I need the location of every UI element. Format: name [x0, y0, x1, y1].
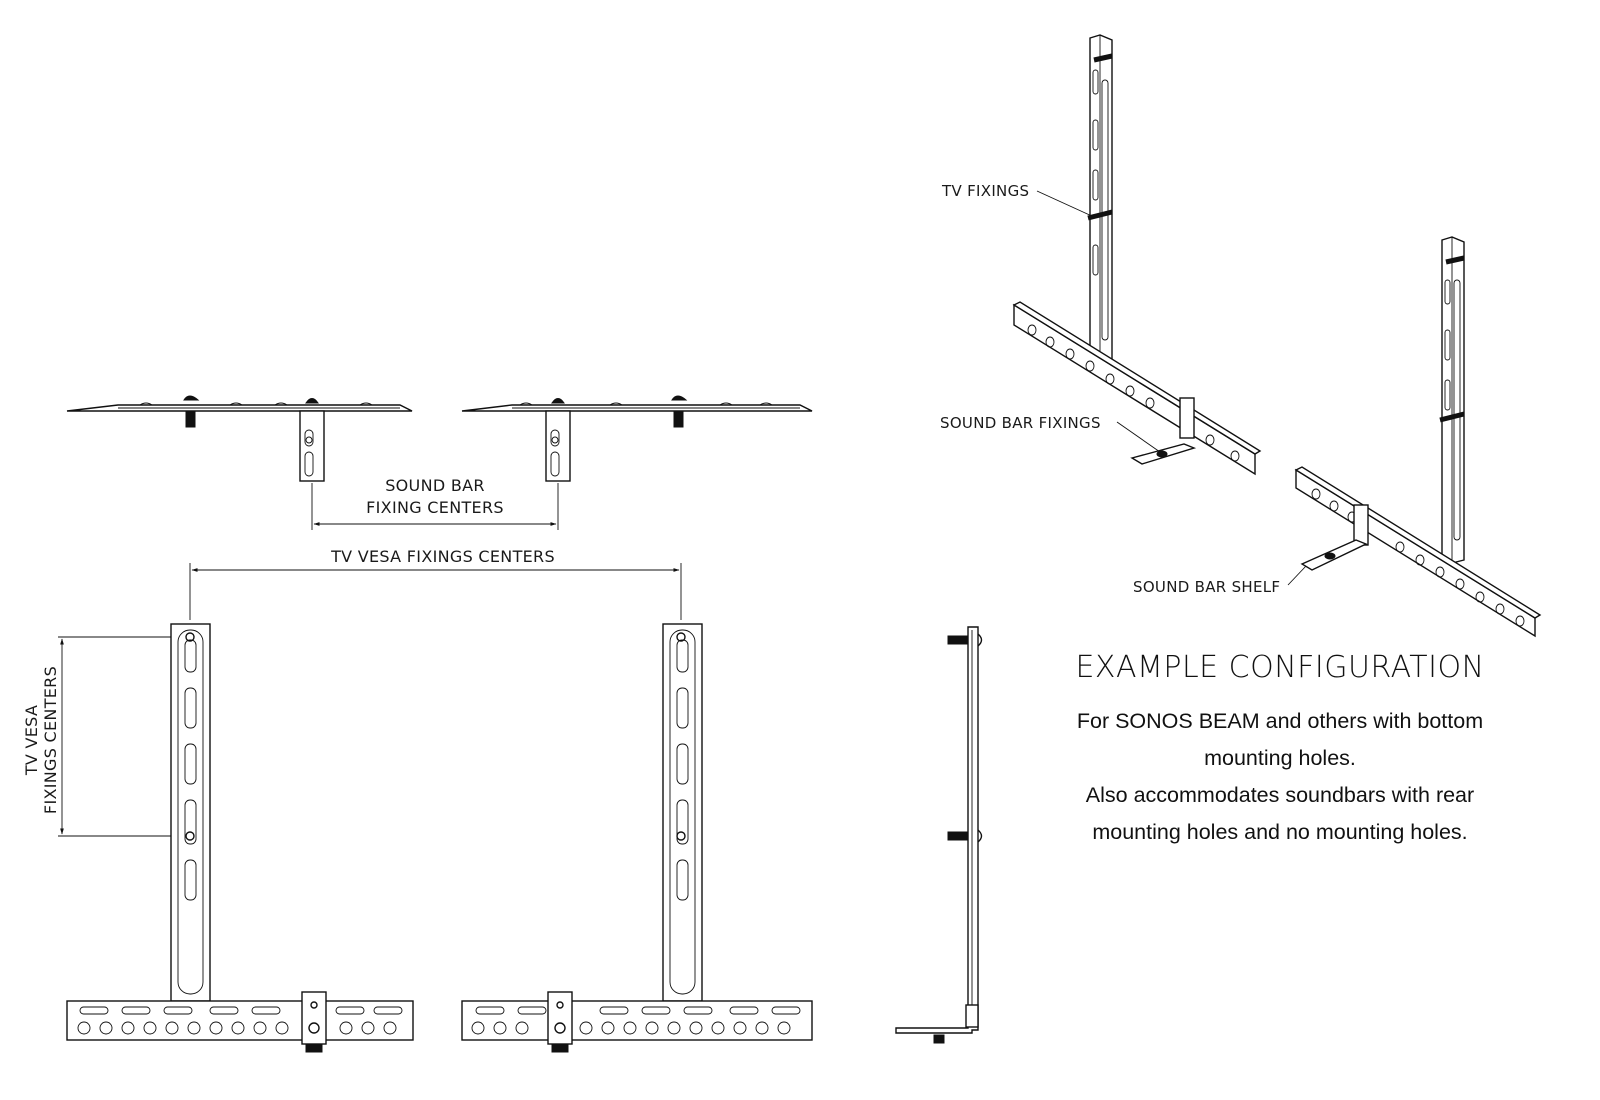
leader-tv-fixings [1036, 190, 1095, 218]
top-plate-right [461, 404, 813, 412]
front-crossbar-right [461, 991, 813, 1053]
label-sound-bar-1: SOUND BAR [385, 476, 485, 495]
front-view: TV VESA FIXINGS CENTERS TV VESA FIXINGS … [22, 547, 813, 1053]
caption-line-3: Also accommodates soundbars with rear [1085, 783, 1475, 807]
top-view: SOUND BAR FIXING CENTERS [66, 395, 813, 530]
isometric-view: TV FIXINGS SOUND BAR FIXINGS SOUND BAR S… [940, 34, 1542, 638]
caption-line-2: mounting holes. [1204, 746, 1356, 770]
iso-upright-1 [1087, 34, 1113, 366]
label-sound-bar-shelf: SOUND BAR SHELF [1133, 578, 1280, 596]
front-crossbar-left [66, 991, 414, 1053]
label-tv-vesa-centers: TV VESA FIXINGS CENTERS [330, 547, 555, 566]
label-tv-vesa-vertical-2: FIXINGS CENTERS [41, 666, 60, 814]
side-view [895, 626, 983, 1044]
leader-sound-bar-fixings [1116, 421, 1161, 453]
label-tv-fixings: TV FIXINGS [941, 182, 1029, 200]
caption-block: EXAMPLE CONFIGURATION For SONOS BEAM and… [1040, 650, 1520, 851]
label-sound-bar-fixings: SOUND BAR FIXINGS [940, 414, 1101, 432]
front-upright-left [170, 623, 211, 1002]
front-upright-right [662, 623, 703, 1002]
caption-title: EXAMPLE CONFIGURATION [1075, 650, 1485, 685]
iso-crossbar-1 [1012, 301, 1262, 476]
top-shelf-right [545, 410, 571, 482]
iso-crossbar-2 [1294, 466, 1542, 638]
label-tv-vesa-vertical-1: TV VESA [22, 705, 41, 776]
label-sound-bar-2: FIXING CENTERS [366, 498, 504, 517]
top-plate-left [66, 404, 413, 412]
caption-line-1: For SONOS BEAM and others with bottom [1076, 709, 1484, 733]
top-shelf-left [299, 410, 325, 482]
leader-sound-bar-shelf [1287, 565, 1307, 586]
caption-line-4: mounting holes and no mounting holes. [1092, 820, 1468, 844]
iso-upright-2 [1439, 236, 1465, 564]
